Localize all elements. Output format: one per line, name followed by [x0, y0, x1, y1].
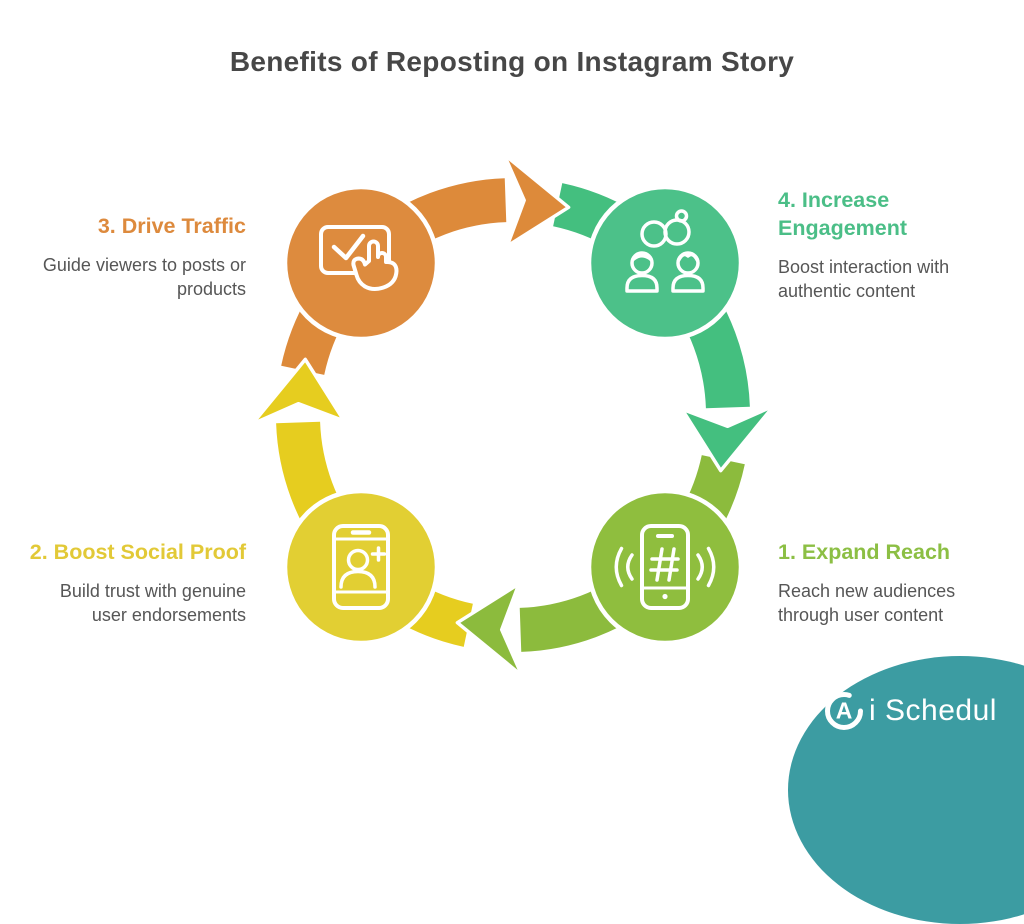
node-increase-engagement [586, 184, 744, 342]
step-expand-reach: 1. Expand Reach Reach new audiences thro… [778, 538, 990, 627]
step-heading: 1. Expand Reach [778, 540, 951, 564]
step-heading: 2. Boost Social Proof [29, 540, 246, 564]
arrowhead-left-icon [455, 582, 524, 678]
step-description: Boost interaction with authentic content [778, 257, 950, 301]
step-description: Build trust with genuine user endorsemen… [59, 581, 246, 625]
phone-add-user-icon [332, 524, 390, 610]
step-boost-social-proof: 2. Boost Social Proof Build trust with g… [0, 538, 246, 627]
arrowhead-right-icon [502, 152, 571, 248]
step-drive-traffic: 3. Drive Traffic Guide viewers to posts … [0, 212, 246, 301]
logo-lockup: A i Schedul [821, 688, 997, 734]
step-description: Reach new audiences through user content [778, 581, 956, 625]
step-description: Guide viewers to posts or products [42, 255, 246, 299]
cycle-nodes [282, 184, 744, 646]
node-expand-reach [586, 488, 744, 646]
node-boost-social-proof [282, 488, 440, 646]
engaged-people-icon [625, 209, 705, 293]
tap-hand-icon [351, 239, 399, 291]
logo-mark-letter: A [836, 698, 853, 724]
step-heading: 3. Drive Traffic [97, 214, 246, 238]
logo-wordmark: i Schedul [869, 694, 997, 727]
page-title: Benefits of Reposting on Instagram Story [229, 46, 795, 77]
cycle-arrowheads [250, 152, 776, 678]
step-heading: 4. Increase Engagement [778, 188, 908, 240]
tap-check-card-icon [319, 225, 399, 291]
step-increase-engagement: 4. Increase Engagement Boost interaction… [778, 186, 990, 303]
arrowhead-up-icon [250, 357, 346, 426]
cycle-diagram [250, 152, 776, 678]
phone-hashtag-icon [614, 524, 716, 610]
aischedul-mark-icon: A [825, 692, 863, 730]
arrowhead-down-icon [680, 404, 776, 473]
